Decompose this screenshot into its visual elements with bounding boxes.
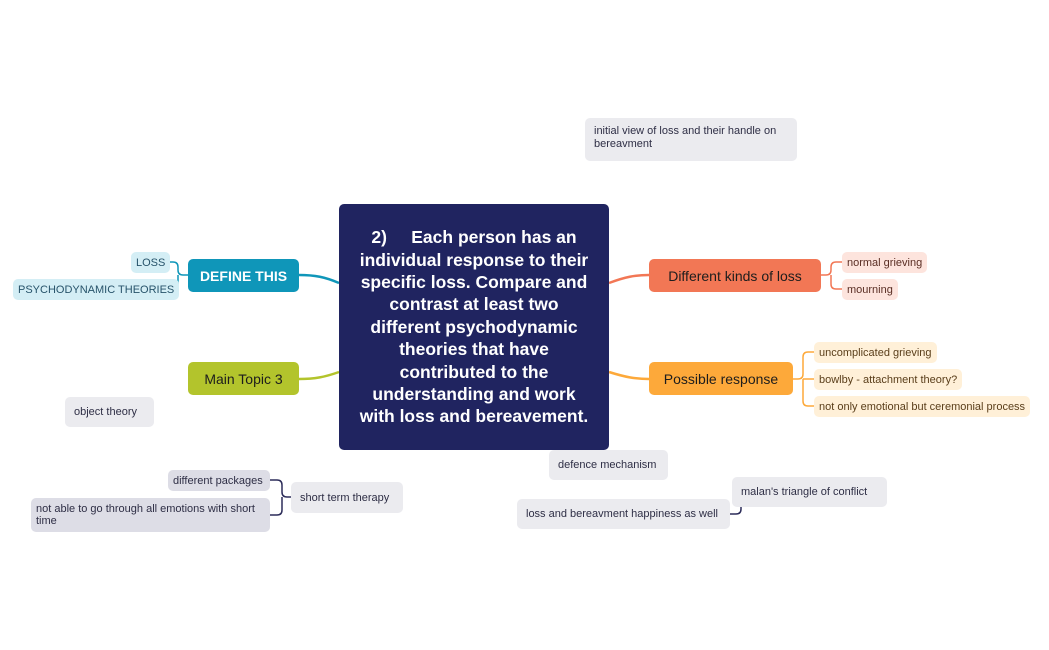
subtopic-normal-grieving-label: normal grieving [847, 256, 923, 269]
subtopic-mourning[interactable]: mourning [842, 279, 898, 300]
connector-define-this [298, 273, 340, 285]
floating-initial-view-label: initial view of loss and their handle on… [594, 125, 777, 150]
connector-different-kinds [608, 273, 650, 285]
branch-define-this-label: DEFINE THIS [199, 267, 288, 284]
branch-different-kinds-of-loss[interactable]: Different kinds of loss [649, 259, 821, 292]
floating-malans-triangle-label: malan's triangle of conflict [741, 486, 868, 498]
connector-mourning [830, 275, 843, 290]
branch-main-topic-3[interactable]: Main Topic 3 [188, 362, 299, 395]
connector-ceremonial [802, 379, 815, 407]
branch-define-this[interactable]: DEFINE THIS [188, 259, 299, 292]
subtopic-uncomplicated-grieving[interactable]: uncomplicated grieving [814, 342, 937, 363]
connector-possible-response [608, 370, 650, 381]
connector-uncomplicated [793, 351, 815, 380]
floating-short-term-therapy[interactable]: short term therapy [291, 482, 403, 513]
branch-possible-response[interactable]: Possible response [649, 362, 793, 395]
subtopic-psychodynamic-label: PSYCHODYNAMIC THEORIES [18, 283, 175, 296]
subtopic-mourning-label: mourning [847, 283, 893, 296]
branch-main-topic-3-label: Main Topic 3 [204, 370, 283, 387]
subtopic-ceremonial-process[interactable]: not only emotional but ceremonial proces… [814, 396, 1031, 417]
floating-short-term-therapy-label: short term therapy [300, 491, 390, 504]
floating-initial-view[interactable]: initial view of loss and their handle on… [585, 118, 797, 161]
branch-different-kinds-label: Different kinds of loss [668, 267, 802, 284]
subtopic-not-able-label: not able to go through all emotions with… [36, 502, 255, 528]
connector-main-topic-3 [298, 370, 340, 381]
central-topic-text: 2) Each person has an individual respons… [359, 227, 594, 427]
floating-object-theory-label: object theory [74, 406, 137, 418]
subtopic-uncomplicated-label: uncomplicated grieving [819, 346, 932, 359]
floating-malans-triangle[interactable]: malan's triangle of conflict [732, 477, 887, 507]
floating-defence-mechanism-label: defence mechanism [558, 459, 657, 471]
floating-object-theory[interactable]: object theory [65, 397, 154, 427]
subtopic-normal-grieving[interactable]: normal grieving [842, 252, 928, 273]
floating-defence-mechanism[interactable]: defence mechanism [549, 450, 668, 480]
subtopic-bowlby-label: bowlby - attachment theory? [819, 373, 958, 386]
connector-not-able [270, 497, 283, 516]
central-topic[interactable]: 2) Each person has an individual respons… [339, 204, 609, 450]
floating-loss-and-bereavment[interactable]: loss and bereavment happiness as well [517, 499, 730, 529]
subtopic-bowlby[interactable]: bowlby - attachment theory? [814, 369, 963, 390]
subtopic-not-able[interactable]: not able to go through all emotions with… [31, 498, 270, 532]
floating-loss-and-bereavment-label: loss and bereavment happiness as well [526, 508, 719, 520]
connector-normal-grieving [821, 261, 843, 276]
branch-possible-response-label: Possible response [663, 370, 779, 387]
subtopic-ceremonial-label: not only emotional but ceremonial proces… [819, 400, 1026, 413]
subtopic-loss[interactable]: LOSS [131, 252, 171, 273]
subtopic-psychodynamic-theories[interactable]: PSYCHODYNAMIC THEORIES [13, 279, 180, 300]
subtopic-different-packages-label: different packages [173, 474, 263, 487]
connector-different-packages [270, 479, 291, 498]
connector-loss [166, 261, 188, 276]
subtopic-different-packages[interactable]: different packages [168, 470, 270, 491]
subtopic-loss-label: LOSS [136, 256, 166, 269]
